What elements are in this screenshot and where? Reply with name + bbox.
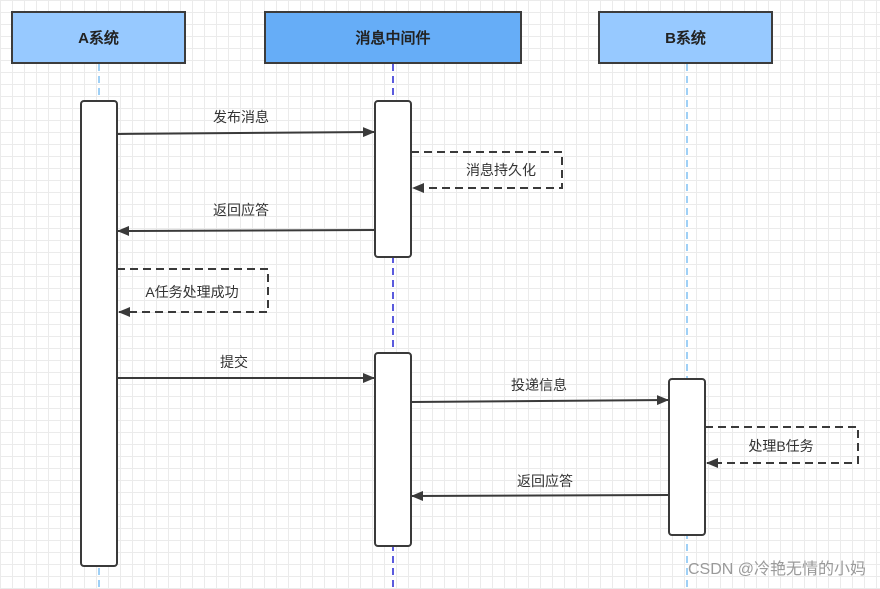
message-label-commit: 提交 bbox=[220, 354, 248, 370]
arrow-publish bbox=[116, 127, 375, 138]
message-label-publish: 发布消息 bbox=[213, 109, 269, 125]
activation-mq-1 bbox=[374, 100, 412, 258]
participant-b: B系统 bbox=[598, 11, 773, 64]
activation-a bbox=[80, 100, 118, 567]
message-label-ack2: 返回应答 bbox=[517, 473, 573, 489]
arrow-deliver bbox=[410, 395, 669, 406]
participant-mq: 消息中间件 bbox=[264, 11, 522, 64]
activation-b bbox=[668, 378, 706, 536]
message-label-ack1: 返回应答 bbox=[213, 202, 269, 218]
participant-b-label: B系统 bbox=[665, 30, 706, 47]
activation-mq-2 bbox=[374, 352, 412, 547]
arrow-b-process bbox=[705, 426, 859, 468]
arrow-a-success bbox=[117, 268, 269, 317]
message-label-a-success: A任务处理成功 bbox=[145, 284, 239, 300]
arrow-persist bbox=[411, 151, 563, 193]
message-label-deliver: 投递信息 bbox=[511, 377, 567, 393]
watermark: CSDN @冷艳无情的小妈 bbox=[687, 561, 866, 578]
arrow-ack1 bbox=[117, 225, 376, 236]
message-label-persist: 消息持久化 bbox=[466, 162, 536, 178]
participant-a-label: A系统 bbox=[78, 30, 119, 47]
arrow-ack2 bbox=[411, 490, 670, 501]
participant-mq-label: 消息中间件 bbox=[355, 30, 431, 47]
participant-a: A系统 bbox=[11, 11, 186, 64]
message-label-b-process: 处理B任务 bbox=[748, 438, 814, 454]
